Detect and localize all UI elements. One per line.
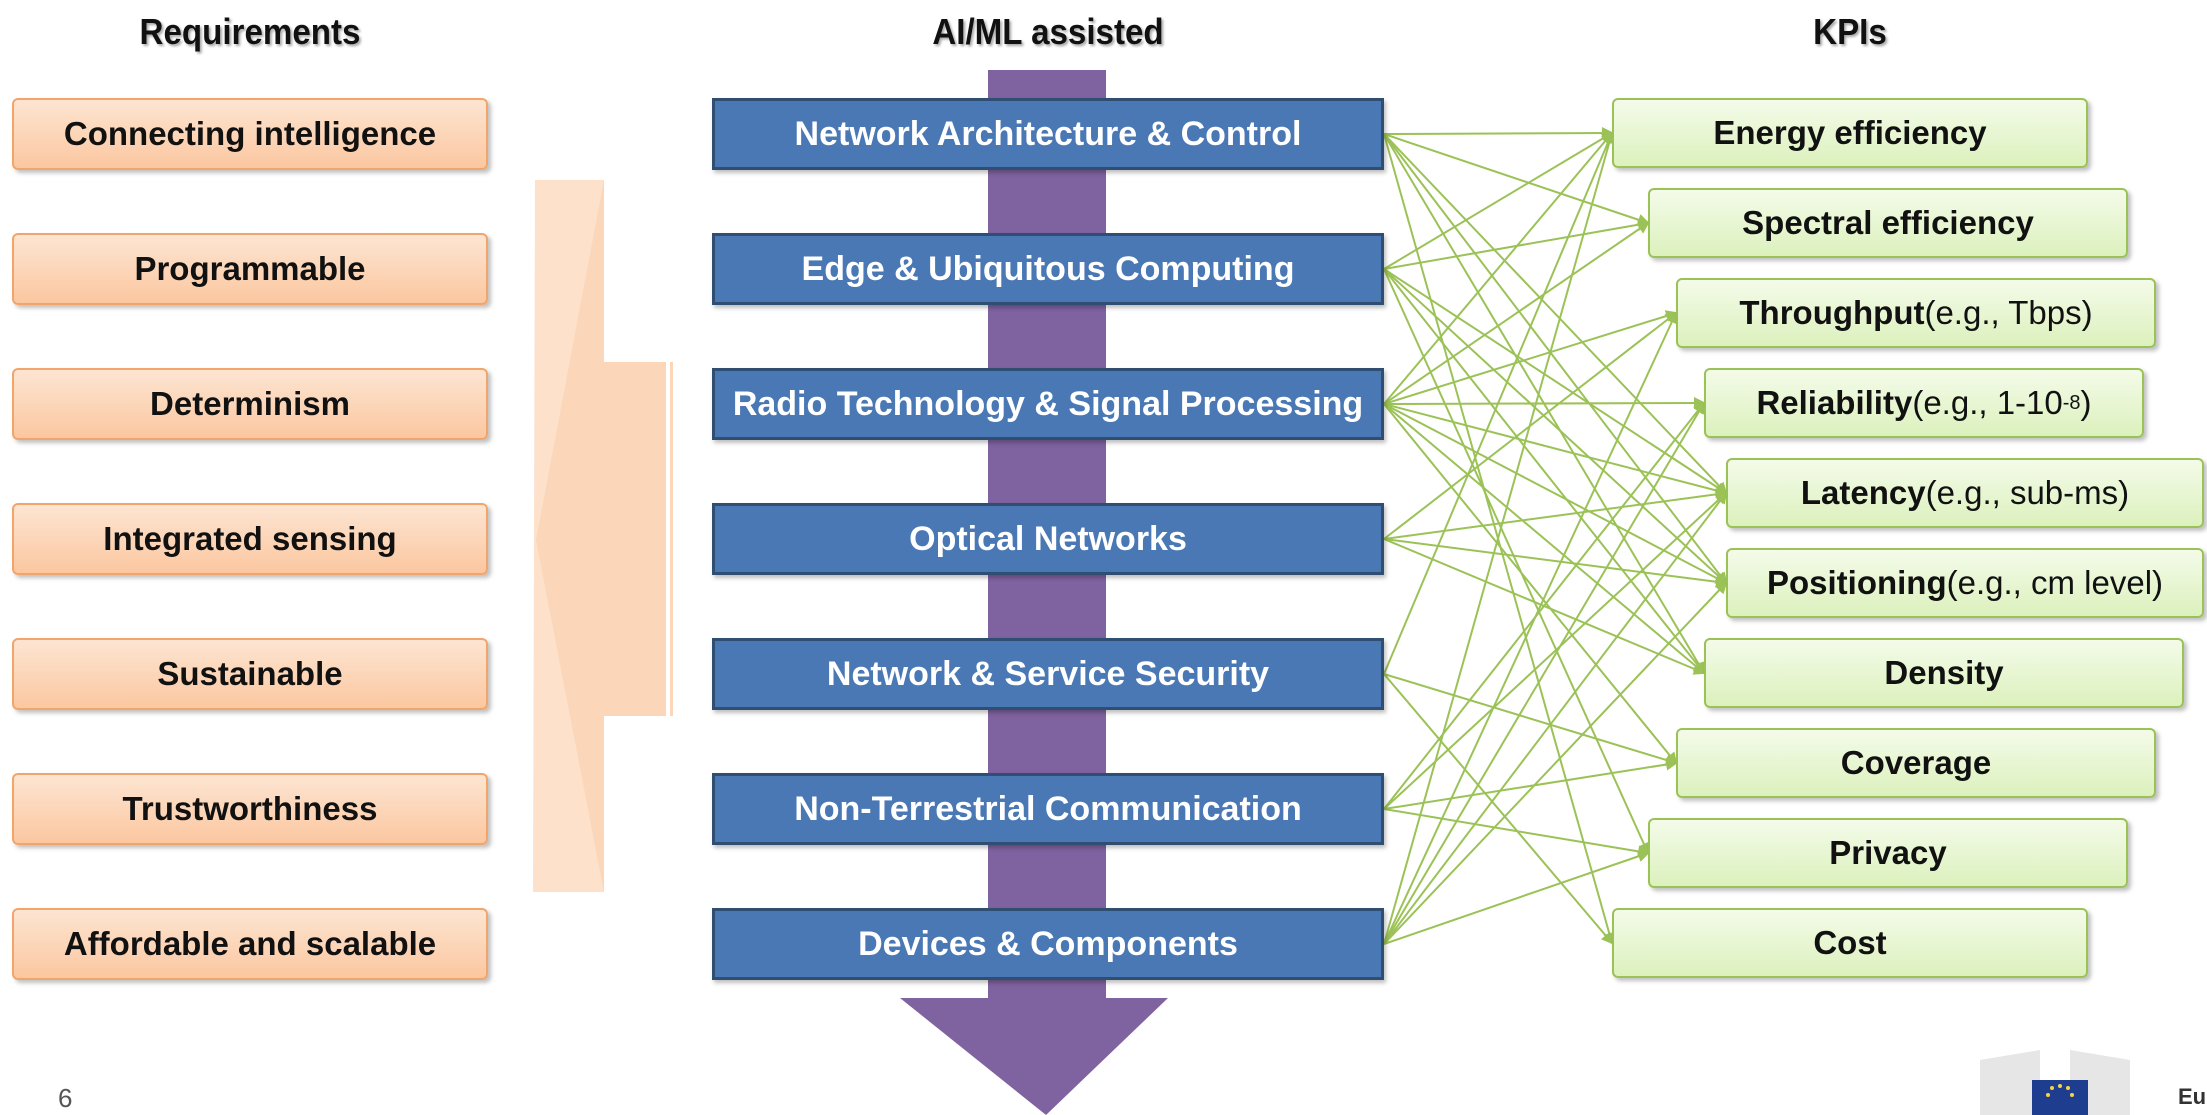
connector-line [1383,808,1650,858]
connector-line [1383,491,1728,945]
kpi-box: Throughput (e.g., Tbps) [1676,278,2156,348]
eu-logo-text: Eu [2178,1084,2207,1109]
area-box: Network & Service Security [712,638,1384,710]
connector-line [1383,133,1650,226]
kpi-name: Latency [1800,474,1926,511]
connector-line [1383,673,1614,945]
connector-line [1383,403,1706,675]
kpi-box: Positioning (e.g., cm level) [1726,548,2204,618]
area-box: Network Architecture & Control [712,98,1384,170]
connector-line [1383,268,1728,495]
kpi-box: Latency (e.g., sub-ms) [1726,458,2204,528]
kpi-box: Spectral efficiency [1648,188,2128,258]
area-box: Edge & Ubiquitous Computing [712,233,1384,305]
kpi-name: Positioning [1766,564,1947,601]
kpi-detail: (e.g., cm level) [1946,564,2164,601]
kpis-header: KPIs [1813,11,1887,52]
requirement-box: Programmable [12,233,488,305]
kpi-box: Privacy [1648,818,2128,888]
connector-line [1383,581,1728,945]
requirement-box: Trustworthiness [12,773,488,845]
connector-line [1383,397,1706,410]
area-box: Optical Networks [712,503,1384,575]
connector-line [1383,488,1728,540]
kpi-detail: (e.g., 1-10 [1912,384,2063,421]
requirement-box: Integrated sensing [12,503,488,575]
connector-line [1383,850,1650,945]
connector-line [1383,131,1614,270]
ai-ml-header: AI/ML assisted [932,11,1164,52]
kpi-name: Spectral efficiency [1742,204,2034,241]
connector-line [1383,310,1678,405]
kpi-box: Coverage [1676,728,2156,798]
connector-line [1383,538,1728,588]
connector-line [1383,221,1650,405]
kpi-name: Density [1884,654,2004,691]
kpi-name: Coverage [1840,744,1992,781]
connector-line [1383,127,1614,140]
connector-line [1383,131,1614,675]
connector-line [1383,491,1728,810]
connector-line [1383,403,1678,765]
area-box: Radio Technology & Signal Processing [712,368,1384,440]
kpi-name: Energy efficiency [1713,114,1987,151]
kpi-box: Reliability (e.g., 1-10-8) [1704,368,2144,438]
connector-line [1383,133,1728,495]
connector-line [1383,133,1728,585]
connector-line [1383,268,1706,675]
connector-line [1383,403,1728,584]
eu-logo-icon [1980,1050,2130,1115]
connector-line [1383,311,1678,945]
kpi-detail: (e.g., Tbps) [1924,294,2093,331]
area-box: Devices & Components [712,908,1384,980]
kpi-box: Density [1704,638,2184,708]
connector-line [1383,401,1706,945]
page-number: 6 [58,1083,73,1113]
connector-line [1383,401,1706,810]
connector-line [1383,268,1650,855]
connector-line [1383,268,1728,585]
connector-line [1383,131,1614,405]
requirements-header: Requirements [139,11,361,52]
requirement-box: Determinism [12,368,488,440]
connector-line [1383,673,1678,766]
connector-line [1383,758,1678,810]
requirement-box: Affordable and scalable [12,908,488,980]
kpi-detail: (e.g., sub-ms) [1925,474,2130,511]
kpi-name: Cost [1813,924,1887,961]
kpi-detail-tail: ) [2080,384,2092,421]
kpi-box: Energy efficiency [1612,98,2088,168]
kpi-name: Throughput [1739,294,1925,331]
kpi-box: Cost [1612,908,2088,978]
connector-line [1383,403,1728,497]
requirement-box: Sustainable [12,638,488,710]
area-box: Non-Terrestrial Communication [712,773,1384,845]
requirement-box: Connecting intelligence [12,98,488,170]
kpi-name: Reliability [1756,384,1913,421]
connector-line [1383,131,1616,945]
kpi-name: Privacy [1829,834,1947,871]
